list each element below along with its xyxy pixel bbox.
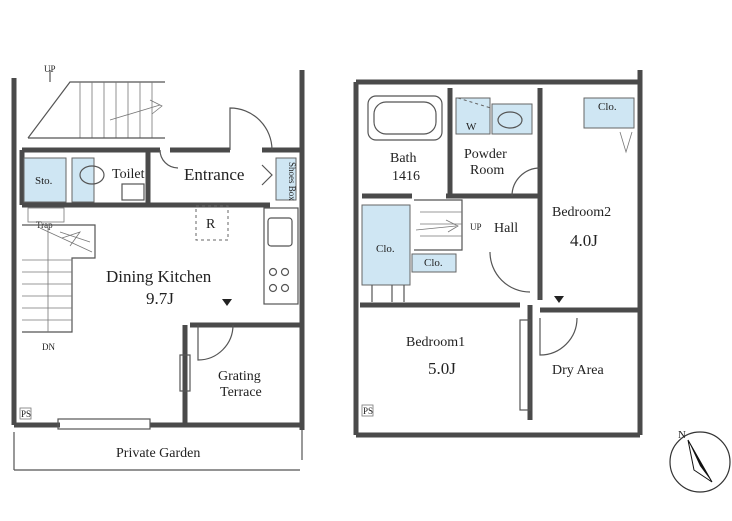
storage-closet [23, 157, 67, 203]
hall-closet-label: Clo. [376, 243, 395, 255]
bedroom1-label: Bedroom1 [406, 335, 465, 350]
powder-room-label-2: Room [470, 163, 504, 178]
ps-box-left [19, 407, 32, 420]
entrance-door[interactable] [229, 107, 273, 151]
left-floor: UP Sto. Toilet Entrance Shoes Box Trap D… [11, 64, 305, 471]
shoes-box [275, 157, 297, 201]
toilet-label: Toilet [112, 167, 145, 182]
ps-box-right [361, 404, 374, 417]
hall-staircase [414, 199, 463, 251]
up-label-hall: UP [470, 222, 482, 232]
garden-window [57, 418, 151, 430]
ps-label-right: PS [363, 406, 373, 416]
toilet-bowl [79, 165, 105, 185]
floor-marker-right [554, 296, 564, 303]
bedroom2-size: 4.0J [570, 231, 598, 250]
bath-code: 1416 [392, 169, 420, 184]
lower-staircase [22, 224, 96, 333]
shoes-box-label: Shoes Box [287, 162, 297, 201]
small-closet [411, 253, 457, 273]
dining-kitchen-size: 9.7J [146, 289, 174, 308]
terrace-door[interactable] [197, 324, 234, 361]
dry-area-door[interactable] [539, 317, 578, 356]
entrance-label: Entrance [184, 165, 244, 184]
hall-label: Hall [494, 221, 518, 236]
shoes-box-door[interactable] [261, 164, 273, 186]
bedroom2-closet-label: Clo. [598, 101, 617, 113]
toilet-door[interactable] [159, 149, 179, 169]
compass-circle [669, 431, 731, 493]
private-garden-label: Private Garden [116, 446, 200, 461]
dry-area-window [519, 319, 531, 411]
refrigerator-label: R [206, 217, 216, 232]
powder-sink [491, 103, 533, 135]
north-label: N [678, 429, 686, 441]
toilet-niche [71, 157, 95, 203]
kitchen-counter [263, 207, 299, 305]
refrigerator-space [195, 205, 229, 241]
floor-marker-left [222, 299, 232, 306]
dn-label: DN [42, 342, 55, 352]
bedroom1-size: 5.0J [428, 359, 456, 378]
dry-area-label: Dry Area [552, 363, 604, 378]
north-arrow: N [669, 429, 731, 493]
bath-label: Bath [390, 151, 416, 166]
powder-room-label-1: Powder [464, 147, 507, 162]
up-label-top: UP [44, 64, 56, 74]
washer-pan [455, 97, 491, 135]
dining-kitchen-label: Dining Kitchen [106, 267, 212, 286]
small-closet-label: Clo. [424, 257, 443, 269]
grating-terrace-label-1: Grating [218, 369, 261, 384]
bedroom2-closet [583, 97, 635, 129]
bathtub [367, 95, 443, 141]
upper-staircase [27, 70, 165, 139]
hall-closet [361, 204, 411, 286]
trap-hatch [27, 207, 65, 223]
right-floor: Bath 1416 W Powder Room Clo. Clo. UP Hal… [353, 70, 643, 438]
terrace-window [179, 354, 191, 392]
ps-label-left: PS [21, 409, 31, 419]
bedroom2-label: Bedroom2 [552, 205, 611, 220]
bedroom1-door[interactable] [489, 251, 531, 293]
toilet-sink [121, 183, 145, 201]
powder-room-door[interactable] [511, 167, 541, 197]
washer-label: W [466, 121, 477, 133]
storage-label: Sto. [35, 175, 53, 187]
grating-terrace-label-2: Terrace [220, 385, 262, 400]
